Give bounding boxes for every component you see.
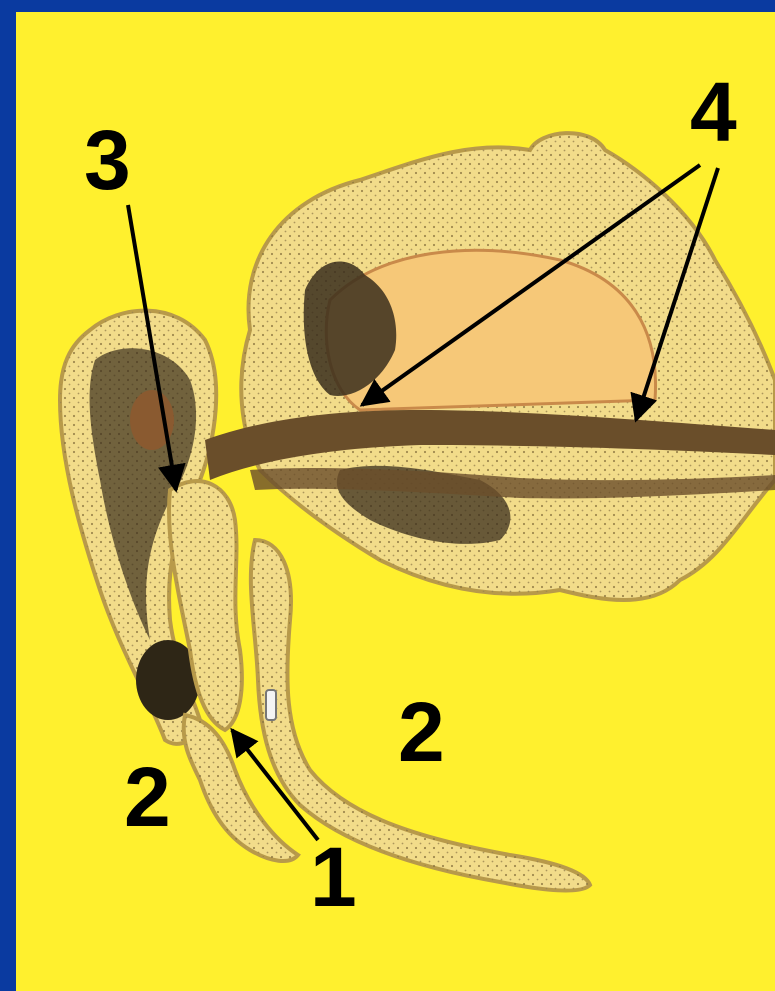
label-2-right: 2 [398,690,445,774]
label-2-left: 2 [124,755,171,839]
white-marker [266,690,276,720]
label-4: 4 [690,70,737,154]
label-3: 3 [84,118,131,202]
label-1: 1 [310,835,357,919]
